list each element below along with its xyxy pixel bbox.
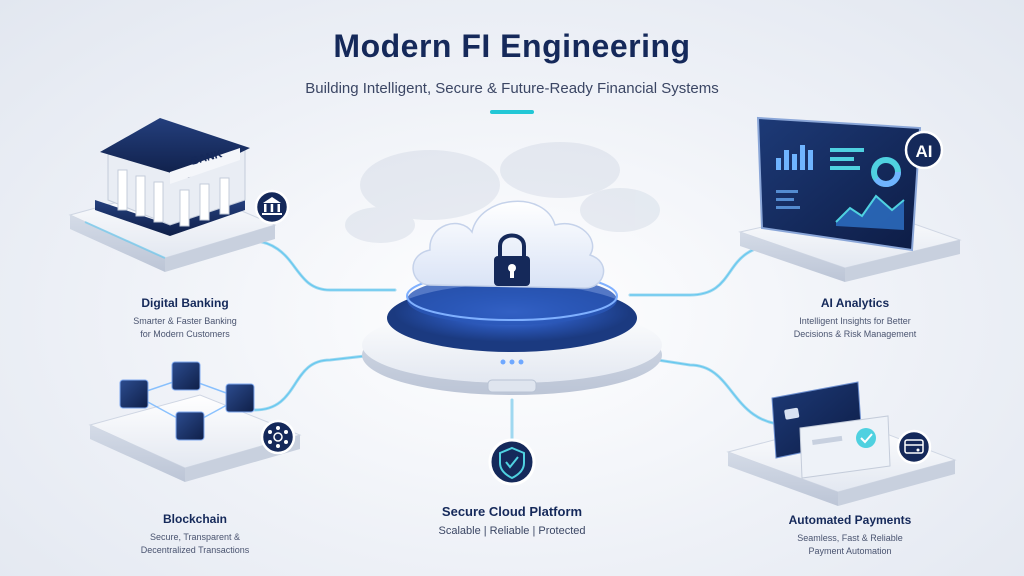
- bank-building-icon: [95, 118, 250, 236]
- secure-cloud-desc: Scalable | Reliable | Protected: [438, 525, 586, 537]
- digital-banking-title: Digital Banking: [141, 296, 229, 310]
- ai-badge: [904, 130, 944, 170]
- secure-cloud-title: Secure Cloud Platform: [441, 504, 583, 519]
- automated-payments-desc-1: Seamless, Fast & Reliable: [797, 533, 903, 543]
- digital-banking-desc-2: for Modern Customers: [140, 329, 230, 339]
- blockchain-desc-1: Secure, Transparent &: [149, 532, 241, 542]
- blockchain-desc-2: Decentralized Transactions: [140, 545, 250, 555]
- ai-badge-text: AI: [916, 142, 933, 161]
- automated-payments-section: Automated Payments Seamless, Fast & Reli…: [750, 513, 950, 558]
- dashboard-screen-icon: [756, 116, 922, 252]
- automated-payments-desc-2: Payment Automation: [808, 546, 892, 556]
- ai-analytics-desc-1: Intelligent Insights for Better: [799, 316, 911, 326]
- ai-analytics-title: AI Analytics: [820, 296, 890, 310]
- blockchain-section: Blockchain Secure, Transparent & Decentr…: [105, 512, 285, 557]
- payment-badge-icon: [896, 429, 932, 465]
- credit-cards-icon: [771, 381, 891, 479]
- page-title: Modern FI Engineering: [333, 28, 691, 64]
- cloud-platform: [362, 271, 662, 395]
- ai-analytics-desc-2: Decisions & Risk Management: [793, 329, 917, 339]
- shield-icon: [488, 438, 536, 486]
- page-subtitle: Building Intelligent, Secure & Future-Re…: [305, 80, 719, 97]
- digital-banking-section: Digital Banking Smarter & Faster Banking…: [105, 296, 265, 341]
- digital-banking-desc-1: Smarter & Faster Banking: [133, 316, 237, 326]
- blockchain-cubes-icon: [119, 361, 255, 441]
- bank-badge-icon: [254, 189, 290, 225]
- ai-analytics-section: AI Analytics Intelligent Insights for Be…: [755, 296, 955, 341]
- lock-icon: [494, 233, 530, 286]
- automated-payments-title: Automated Payments: [788, 513, 912, 527]
- title-accent-line: [490, 110, 534, 114]
- blockchain-badge-icon: [260, 419, 296, 455]
- world-map-background: [345, 142, 660, 243]
- blockchain-title: Blockchain: [162, 512, 228, 526]
- secure-cloud-section: Secure Cloud Platform Scalable | Reliabl…: [402, 504, 622, 537]
- cloud-icon: [412, 200, 605, 289]
